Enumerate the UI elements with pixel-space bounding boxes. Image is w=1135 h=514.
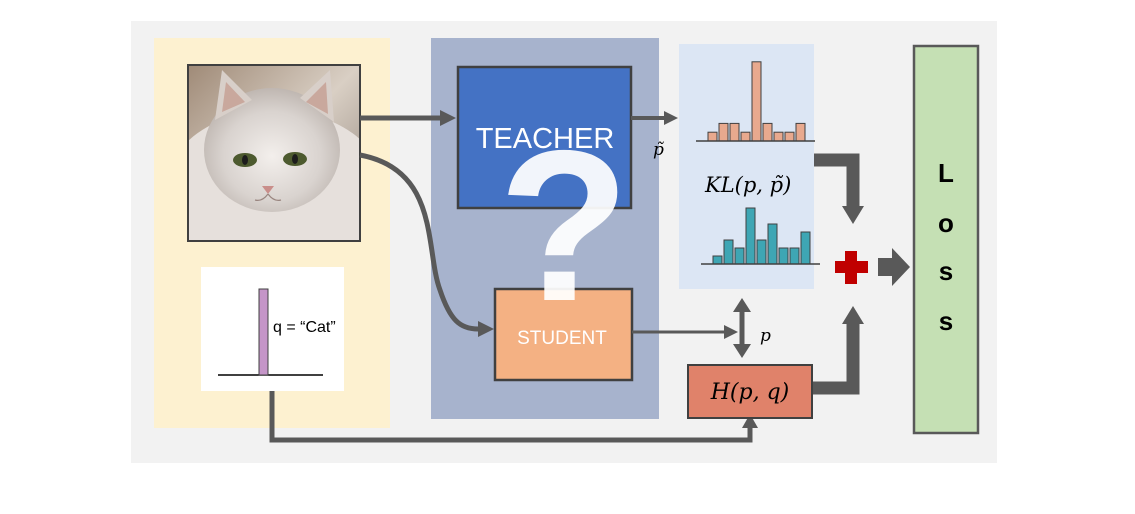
arrow-plus-loss-head <box>892 248 910 286</box>
p-tilde-label: p̃ <box>653 140 664 160</box>
cross-entropy-label: H(p, q) <box>710 380 790 405</box>
cat-image <box>189 66 359 240</box>
teacher-label: TEACHER <box>476 123 615 155</box>
cat-image-border <box>187 64 361 242</box>
arrow-image-student <box>359 152 479 332</box>
student-distribution-bar <box>789 247 800 265</box>
teacher-distribution-chart <box>696 61 815 142</box>
student-box <box>493 287 634 382</box>
teacher-distribution-bar <box>751 61 762 142</box>
arrow-plus-loss-shaft <box>878 258 894 276</box>
arrow-ce-plus <box>812 322 860 395</box>
label-bar <box>258 288 269 376</box>
teacher-distribution-bar <box>718 122 729 142</box>
teacher-distribution-bar <box>784 131 795 142</box>
teacher-distribution-bar <box>762 122 773 142</box>
teacher-distribution-bar <box>707 131 718 142</box>
teacher-distribution-bar <box>795 122 806 142</box>
student-label: STUDENT <box>517 328 607 349</box>
teacher-distribution-bar <box>773 131 784 142</box>
question-mark: ? <box>498 105 629 346</box>
kl-label: KL(p, p̃) <box>704 173 791 197</box>
loss-letter-4: s <box>939 306 953 336</box>
student-distribution-bar <box>800 231 811 265</box>
loss-letter-2: o <box>938 208 954 238</box>
plus-icon <box>835 251 868 284</box>
label-box <box>201 267 344 391</box>
arrows <box>269 110 910 443</box>
student-distribution-bar <box>767 223 778 265</box>
arrow-kl-plus <box>814 153 860 208</box>
student-distribution-bar <box>756 239 767 265</box>
student-distribution-bar <box>734 247 745 265</box>
student-distribution-bar <box>745 207 756 265</box>
teacher-box <box>456 65 633 210</box>
student-distribution-bar <box>723 239 734 265</box>
loss-letter-1: L <box>938 158 954 188</box>
loss-box <box>912 44 980 435</box>
teacher-distribution-bar <box>740 131 751 142</box>
label-text: q = “Cat” <box>273 319 336 336</box>
student-distribution-chart <box>701 207 820 265</box>
teacher-distribution-bar <box>729 122 740 142</box>
student-distribution-bar <box>712 255 723 265</box>
arrow-label-ce <box>269 391 753 443</box>
cross-entropy-box <box>687 364 813 419</box>
p-label: p <box>760 326 771 346</box>
loss-letter-3: s <box>939 256 953 286</box>
student-distribution-bar <box>778 247 789 265</box>
